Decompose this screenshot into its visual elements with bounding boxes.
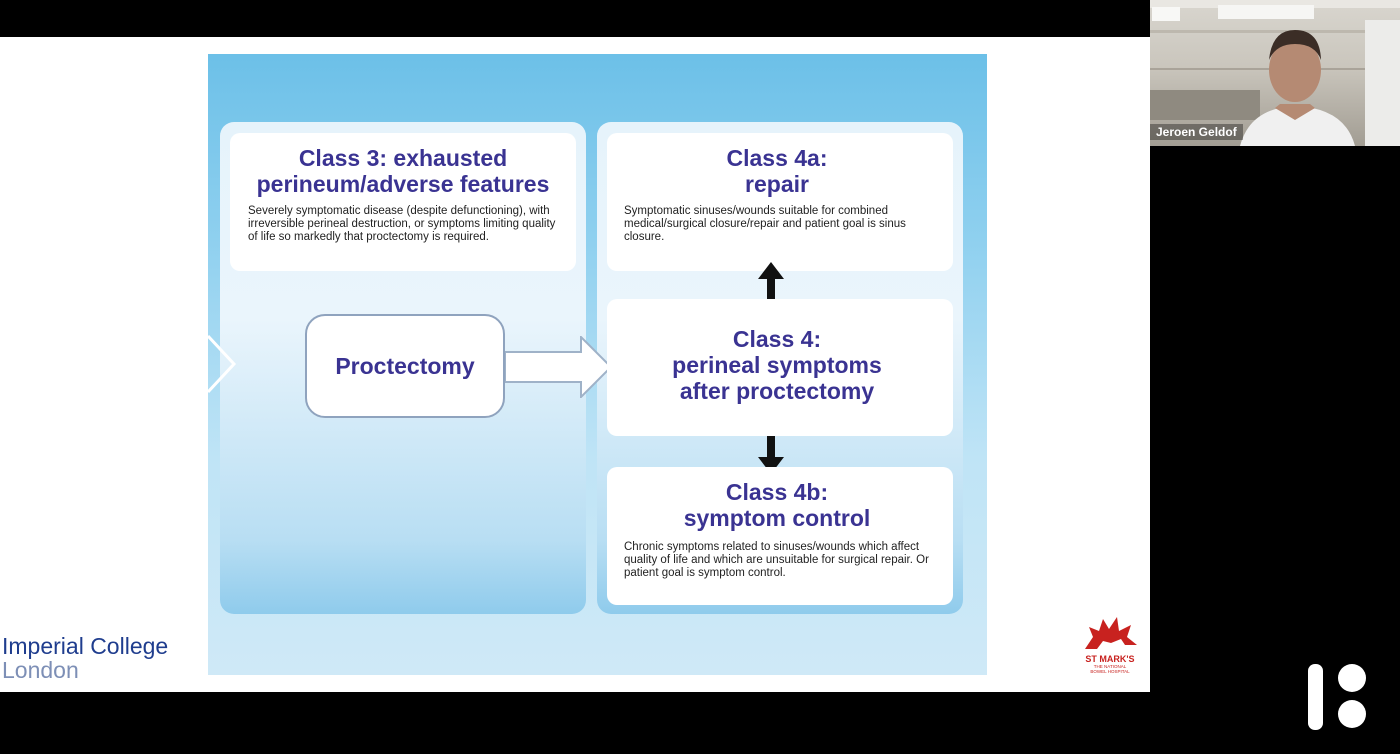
class4b-description: Chronic symptoms related to sinuses/woun… [624,541,929,579]
class4-card: Class 4: perineal symptoms after proctec… [607,299,953,436]
participant-name-label: Jeroen Geldof [1150,124,1243,140]
class3-title-line2: perineum/adverse features [256,171,550,197]
class4a-description: Symptomatic sinuses/wounds suitable for … [624,205,906,243]
st-marks-subtitle-2: BOWEL HOSPITAL [1090,669,1130,674]
incoming-chevron [208,334,237,394]
class4b-title-line2: symptom control [683,505,871,531]
class3-card: Class 3: exhausted perineum/adverse feat… [230,133,576,271]
winged-lion-icon [1085,617,1137,649]
meeting-app-logo-icon [1308,664,1366,730]
imperial-logo-line2: London [2,657,79,683]
class4b-card: Class 4b: symptom control Chronic sympto… [607,467,953,605]
imperial-logo-line1: Imperial College [2,633,169,659]
class4-title: Class 4: perineal symptoms after proctec… [607,326,947,404]
proctectomy-box: Proctectomy [305,314,505,418]
class4a-card: Class 4a: repair Symptomatic sinuses/wou… [607,133,953,271]
st-marks-name: ST MARK'S [1085,654,1135,664]
participant-video-tile[interactable]: Jeroen Geldof [1150,0,1400,146]
class3-title-line1: Class 3: exhausted [298,145,508,171]
webcam-scene [1150,0,1400,146]
class3-description: Severely symptomatic disease (despite de… [248,205,556,243]
arrow-down-icon [758,436,784,474]
class4a-title-line2: repair [745,171,809,197]
class4-title-line2: perineal symptoms [672,352,882,378]
presentation-slide: Class 3: exhausted perineum/adverse feat… [0,37,1150,692]
imperial-college-logo: Imperial College London [2,634,168,682]
slide-diagram-panel: Class 3: exhausted perineum/adverse feat… [208,54,987,675]
class4b-title: Class 4b: symptom control [607,479,947,531]
proctectomy-label: Proctectomy [335,352,475,379]
class4-title-line1: Class 4: [732,326,822,352]
st-marks-hospital-logo: ST MARK'S THE NATIONAL BOWEL HOSPITAL [1080,615,1140,685]
class4-title-line3: after proctectomy [679,378,875,404]
class4b-title-line1: Class 4b: [725,479,829,505]
class3-title: Class 3: exhausted perineum/adverse feat… [230,145,576,197]
st-marks-subtitle-1: THE NATIONAL [1093,664,1127,669]
proctectomy-arrow [505,336,613,398]
arrow-up-icon [758,262,784,300]
class4a-title: Class 4a: repair [607,145,947,197]
class4a-title-line1: Class 4a: [726,145,828,171]
